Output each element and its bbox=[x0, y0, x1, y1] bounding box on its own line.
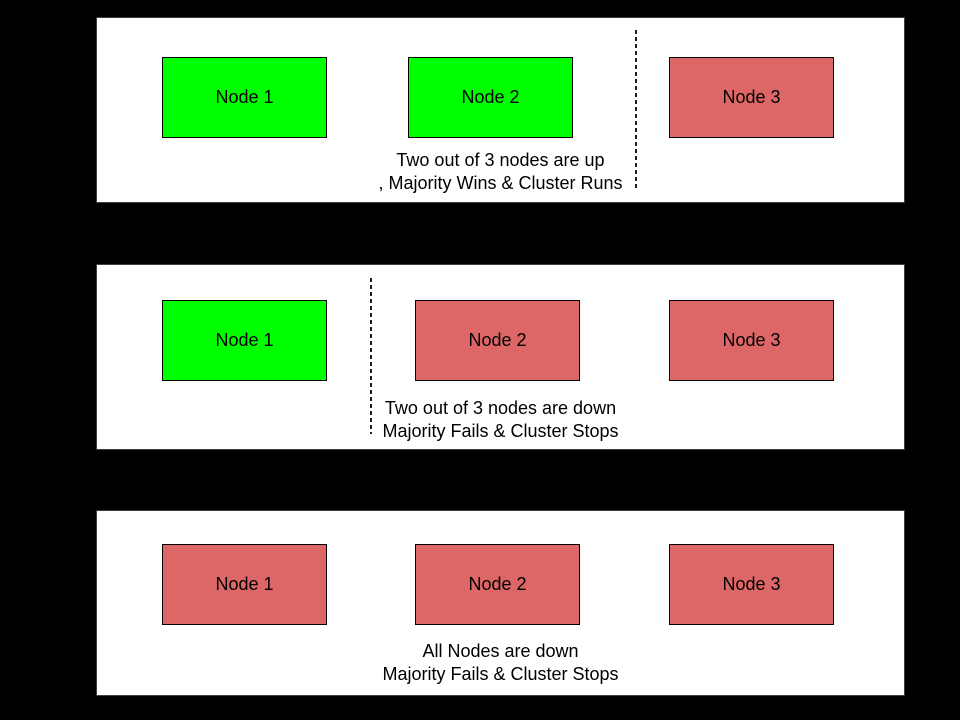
node-3-label: Node 3 bbox=[722, 87, 781, 107]
panel-two-nodes-down: Node 1 Node 2 Node 3 Two out of 3 nodes … bbox=[96, 264, 905, 450]
node-3-box: Node 3 bbox=[669, 57, 834, 138]
caption-line-2: , Majority Wins & Cluster Runs bbox=[378, 173, 623, 193]
node-2-label: Node 2 bbox=[468, 330, 527, 350]
network-partition-divider-dashed-line bbox=[370, 278, 372, 434]
panel-caption: All Nodes are down Majority Fails & Clus… bbox=[97, 640, 904, 686]
node-1-label: Node 1 bbox=[215, 87, 274, 107]
node-2-box: Node 2 bbox=[415, 300, 580, 381]
node-3-label: Node 3 bbox=[722, 574, 781, 594]
caption-line-1: Two out of 3 nodes are down bbox=[384, 398, 617, 418]
node-3-box: Node 3 bbox=[669, 300, 834, 381]
caption-line-1: Two out of 3 nodes are up bbox=[396, 150, 605, 170]
node-3-box: Node 3 bbox=[669, 544, 834, 625]
caption-line-1: All Nodes are down bbox=[422, 641, 579, 661]
panel-caption: Two out of 3 nodes are up , Majority Win… bbox=[97, 149, 904, 195]
node-2-box: Node 2 bbox=[408, 57, 573, 138]
panel-caption: Two out of 3 nodes are down Majority Fai… bbox=[97, 397, 904, 443]
caption-line-2: Majority Fails & Cluster Stops bbox=[382, 664, 619, 684]
node-3-label: Node 3 bbox=[722, 330, 781, 350]
node-2-box: Node 2 bbox=[415, 544, 580, 625]
panel-two-nodes-up: Node 1 Node 2 Node 3 Two out of 3 nodes … bbox=[96, 17, 905, 203]
caption-line-2: Majority Fails & Cluster Stops bbox=[382, 421, 619, 441]
node-1-box: Node 1 bbox=[162, 300, 327, 381]
node-1-box: Node 1 bbox=[162, 57, 327, 138]
node-1-box: Node 1 bbox=[162, 544, 327, 625]
node-1-label: Node 1 bbox=[215, 574, 274, 594]
panel-all-nodes-down: Node 1 Node 2 Node 3 All Nodes are down … bbox=[96, 510, 905, 696]
node-2-label: Node 2 bbox=[468, 574, 527, 594]
node-2-label: Node 2 bbox=[461, 87, 520, 107]
network-partition-divider-dashed-line bbox=[635, 30, 637, 189]
node-1-label: Node 1 bbox=[215, 330, 274, 350]
